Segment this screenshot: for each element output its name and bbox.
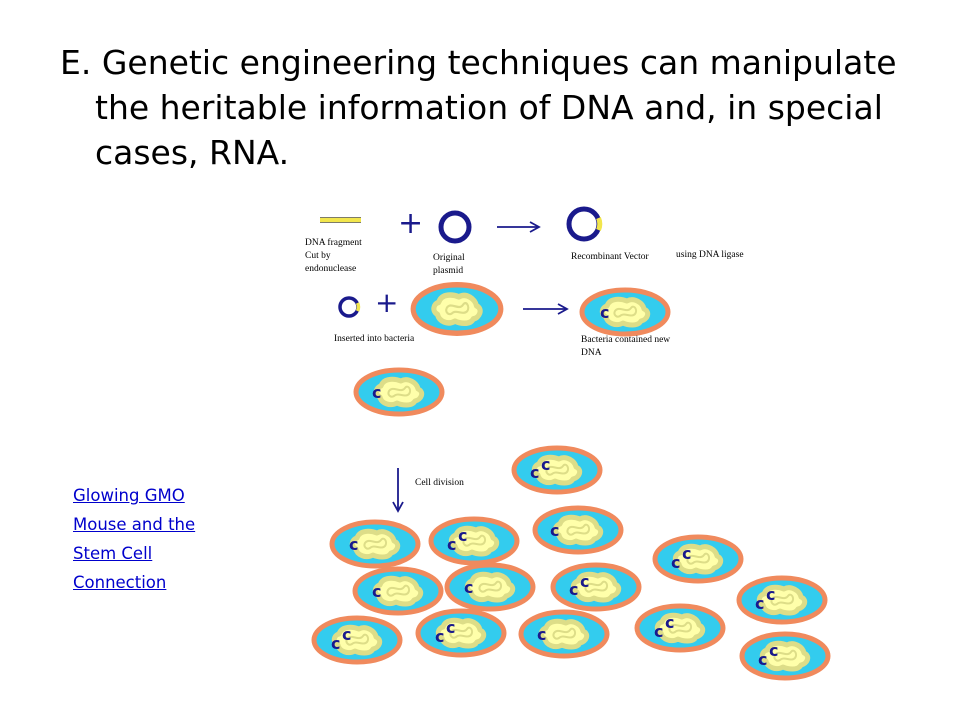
svg-text:c: c bbox=[541, 455, 550, 474]
host-bacterium bbox=[413, 285, 501, 333]
contained-label-line2: DNA bbox=[581, 348, 602, 358]
inserted-label: Inserted into bacteria bbox=[334, 334, 415, 344]
svg-text:c: c bbox=[372, 582, 381, 601]
transformed-bacterium: c bbox=[582, 290, 668, 334]
recombinant-vector bbox=[566, 206, 603, 242]
bacterium-12: c bbox=[521, 612, 607, 656]
parent-bacterium: c bbox=[356, 370, 442, 414]
svg-text:c: c bbox=[464, 578, 473, 597]
recombinant-label: Recombinant Vector bbox=[571, 252, 649, 262]
plasmid-label-line1: Original bbox=[433, 253, 465, 263]
dna-fragment bbox=[320, 217, 361, 223]
ligase-label: using DNA ligase bbox=[676, 250, 744, 260]
slide-title: E. Genetic engineering techniques can ma… bbox=[60, 43, 897, 172]
fragment-label-line2: Cut by bbox=[305, 251, 331, 261]
svg-text:c: c bbox=[550, 521, 559, 540]
arrow-1 bbox=[497, 221, 541, 233]
svg-text:c: c bbox=[758, 650, 767, 669]
bacterium-5: c c bbox=[655, 537, 741, 581]
plasmid-label-line2: plasmid bbox=[433, 266, 463, 276]
svg-text:c: c bbox=[671, 553, 680, 572]
glowing-gmo-mouse-link[interactable]: Glowing GMO Mouse and the Stem Cell Conn… bbox=[73, 486, 196, 592]
svg-text:c: c bbox=[569, 580, 578, 599]
bacterium-11: c c bbox=[418, 611, 504, 655]
bacterium-6: c bbox=[355, 569, 441, 613]
cell-division-label: Cell division bbox=[415, 478, 464, 488]
svg-text:c: c bbox=[755, 594, 764, 613]
svg-text:c: c bbox=[530, 463, 539, 482]
bacterium-10: c c bbox=[314, 618, 400, 662]
contained-label-line1: Bacteria contained new bbox=[581, 335, 670, 345]
plus-sign-2: + bbox=[375, 286, 398, 319]
svg-text:c: c bbox=[342, 625, 351, 644]
svg-text:c: c bbox=[600, 303, 609, 322]
small-recombinant-vector bbox=[338, 296, 361, 318]
bacterium-9: c c bbox=[739, 578, 825, 622]
original-plasmid bbox=[438, 210, 472, 244]
fragment-label-line3: endonuclease bbox=[305, 264, 356, 274]
svg-text:c: c bbox=[580, 572, 589, 591]
svg-text:c: c bbox=[435, 627, 444, 646]
svg-text:c: c bbox=[458, 526, 467, 545]
svg-text:c: c bbox=[654, 622, 663, 641]
svg-text:c: c bbox=[372, 383, 381, 402]
plus-sign-1: + bbox=[398, 206, 423, 241]
svg-text:c: c bbox=[331, 634, 340, 653]
bacterium-3: c bbox=[332, 522, 418, 566]
bacterium-8: c c bbox=[553, 565, 639, 609]
svg-text:c: c bbox=[447, 535, 456, 554]
bacterium-1: c c bbox=[514, 448, 600, 492]
bacterium-2: c bbox=[535, 508, 621, 552]
fragment-label-line1: DNA fragment bbox=[305, 237, 362, 248]
bacterium-13: c c bbox=[637, 606, 723, 650]
bacterium-4: c c bbox=[431, 519, 517, 563]
svg-text:c: c bbox=[349, 535, 358, 554]
bacterium-7: c bbox=[447, 565, 533, 609]
svg-text:c: c bbox=[769, 641, 778, 660]
cell-division-arrow bbox=[392, 468, 404, 513]
svg-text:c: c bbox=[446, 618, 455, 637]
svg-text:c: c bbox=[682, 544, 691, 563]
bacterium-14: c c bbox=[742, 634, 828, 678]
svg-text:c: c bbox=[766, 585, 775, 604]
svg-text:c: c bbox=[537, 625, 546, 644]
svg-text:c: c bbox=[665, 613, 674, 632]
arrow-2 bbox=[523, 303, 569, 315]
